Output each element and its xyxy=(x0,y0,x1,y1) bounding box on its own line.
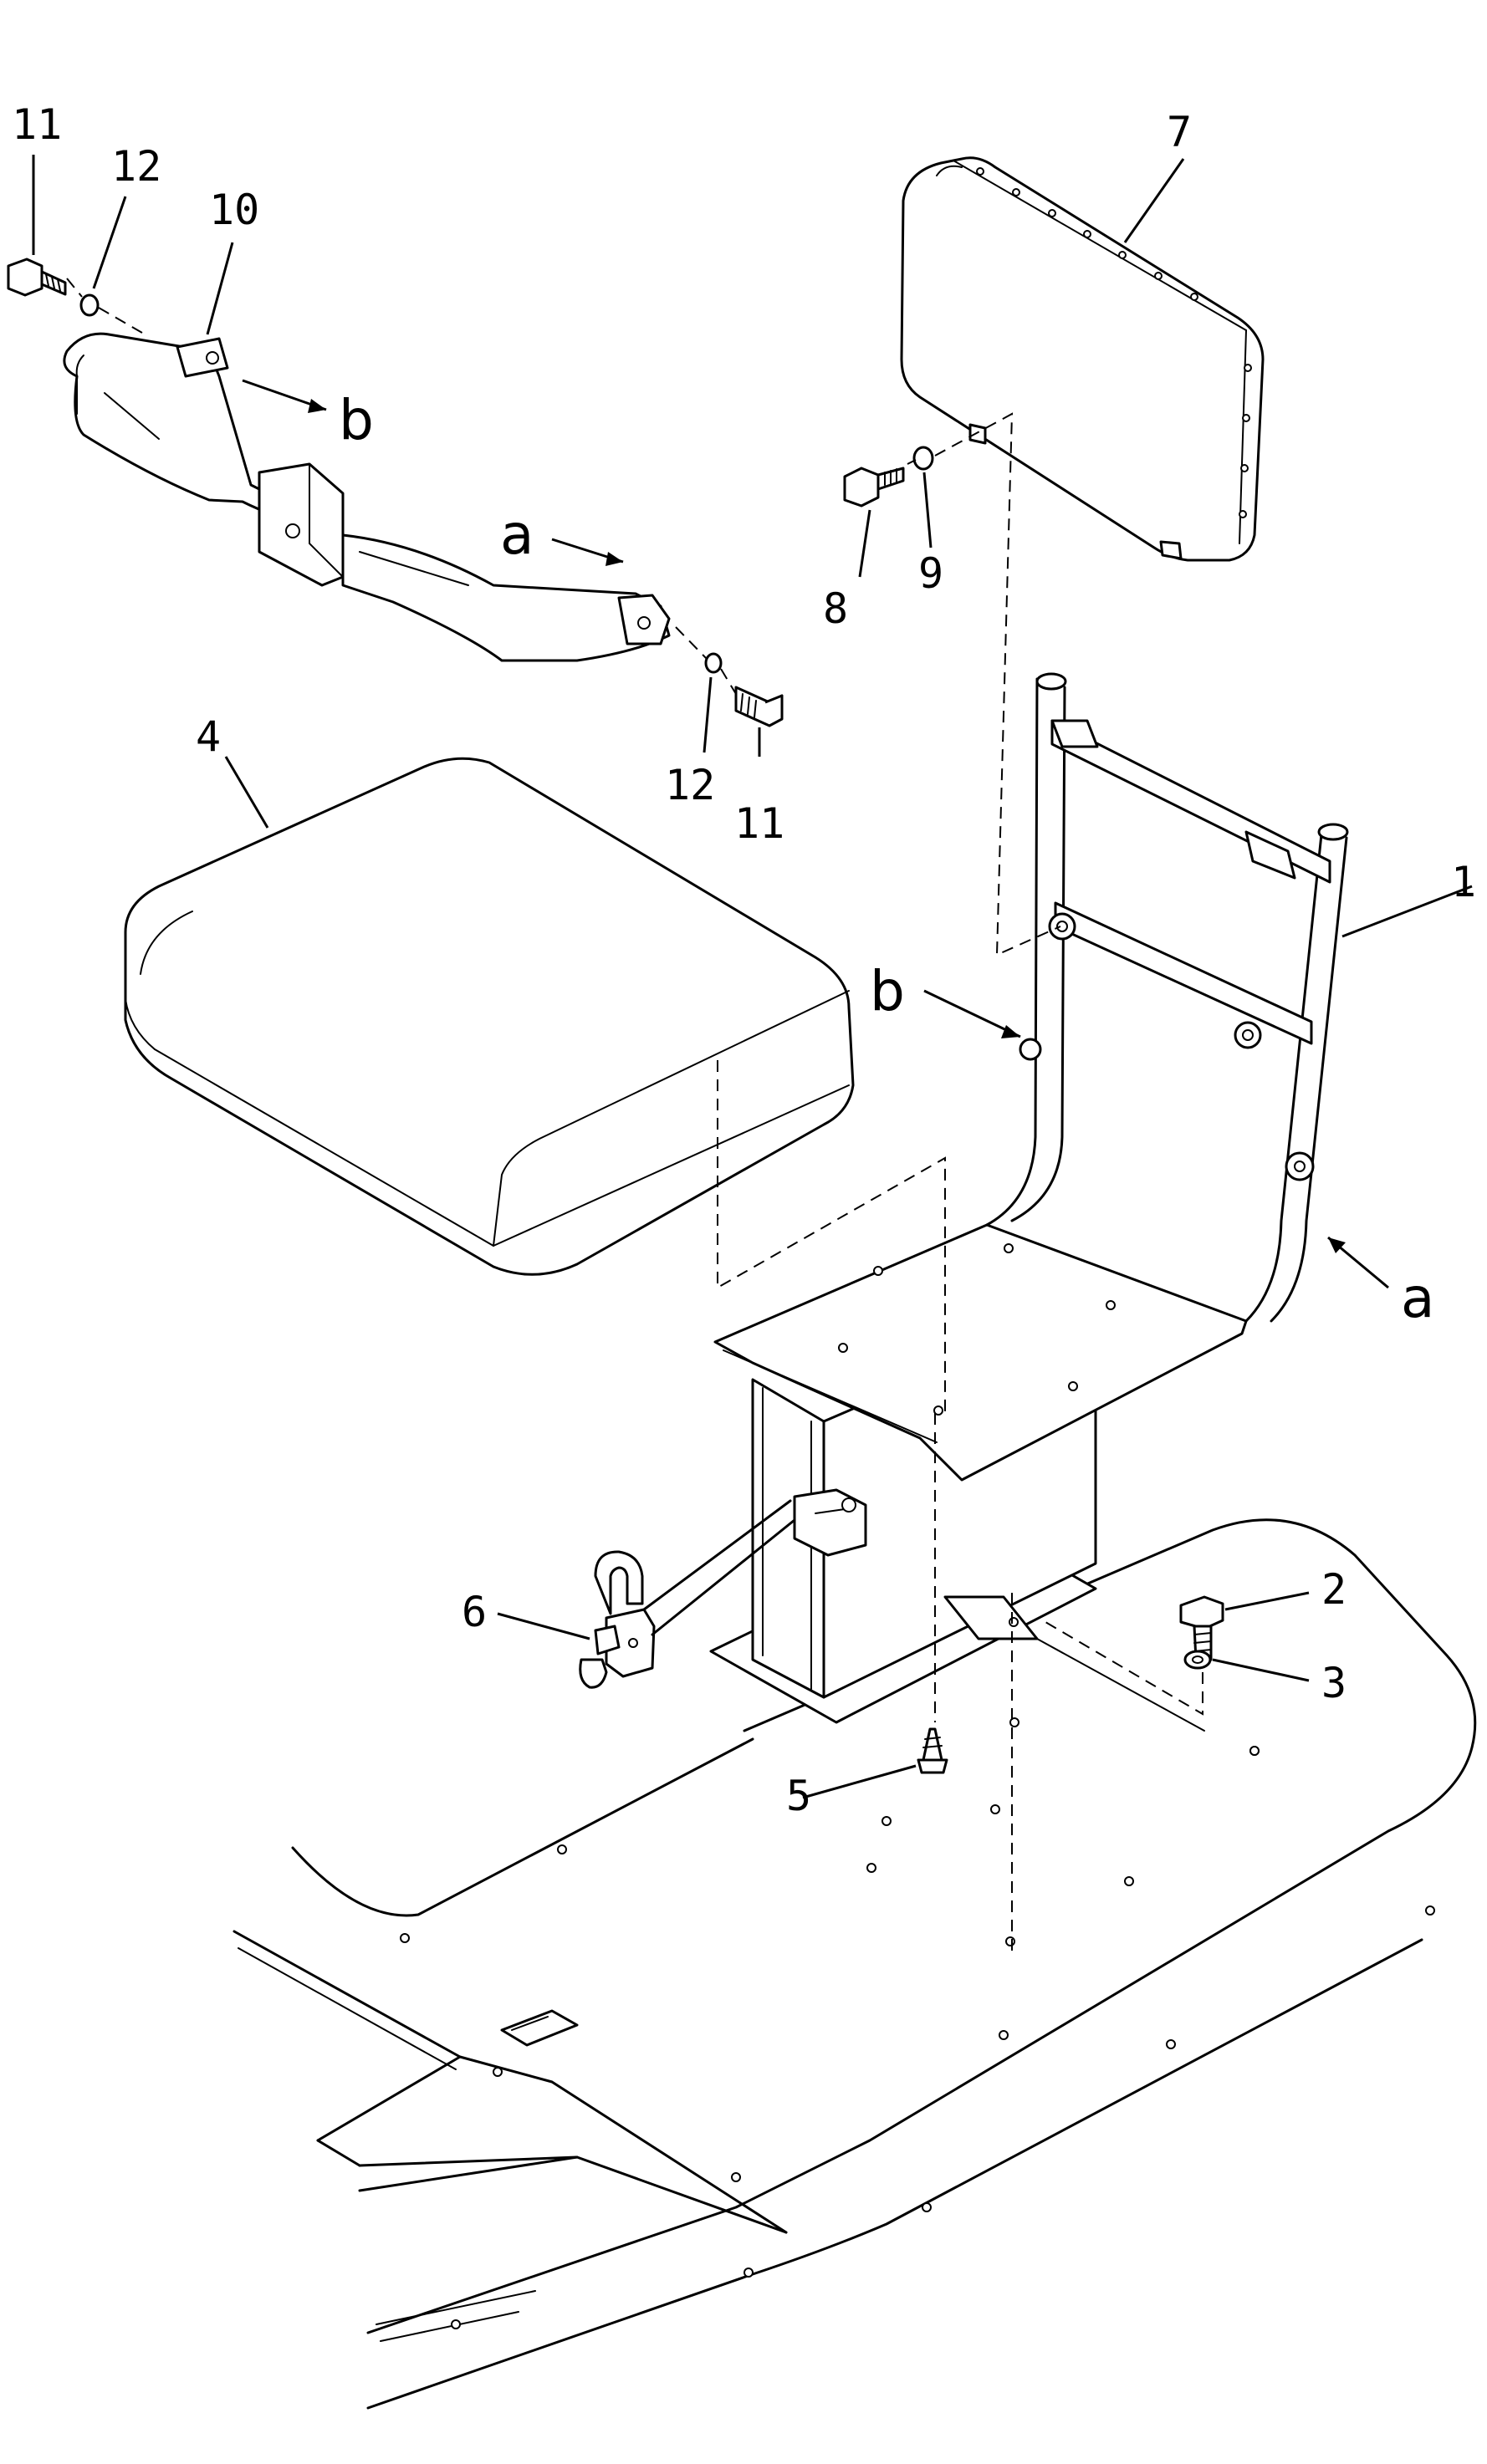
armrest xyxy=(63,332,671,662)
callout-label-2: 2 xyxy=(1321,1565,1346,1614)
callout-leaders xyxy=(32,155,1473,1799)
callout-label-10: 10 xyxy=(209,186,259,234)
callout-label-12-right: 12 xyxy=(665,761,715,809)
ref-label-a-arm: a xyxy=(500,502,534,567)
callout-label-8: 8 xyxy=(823,584,848,633)
latch xyxy=(579,1488,867,1689)
ref-label-a-frame: a xyxy=(1401,1266,1434,1330)
callout-label-9: 9 xyxy=(918,549,943,598)
callout-label-12-top: 12 xyxy=(111,142,161,191)
reference-labels: b a b a xyxy=(339,388,1434,1330)
callout-label-7: 7 xyxy=(1167,108,1192,156)
callout-label-11-right: 11 xyxy=(734,799,784,848)
back-cushion xyxy=(900,156,1265,562)
floor-plate xyxy=(233,1518,1477,2410)
callout-labels: 11 12 10 12 11 7 8 9 4 1 2 3 5 6 xyxy=(12,100,1476,1820)
callout-label-1: 1 xyxy=(1451,858,1476,906)
floor-holes xyxy=(400,1717,1435,2329)
callout-label-11-top: 11 xyxy=(12,100,62,149)
callout-label-4: 4 xyxy=(196,712,221,761)
callout-label-6: 6 xyxy=(462,1588,487,1636)
seat-cushion xyxy=(124,757,855,1276)
seat-frame xyxy=(713,672,1349,1482)
ref-label-b-frame: b xyxy=(870,959,905,1023)
back-cushion-rivets xyxy=(976,167,1252,518)
ref-label-b-arm: b xyxy=(339,388,374,452)
callout-label-3: 3 xyxy=(1321,1659,1346,1707)
assembly-lines xyxy=(66,278,1203,1956)
reference-arrows xyxy=(242,379,1389,1289)
hardware xyxy=(7,258,1224,1774)
callout-label-5: 5 xyxy=(786,1772,811,1820)
